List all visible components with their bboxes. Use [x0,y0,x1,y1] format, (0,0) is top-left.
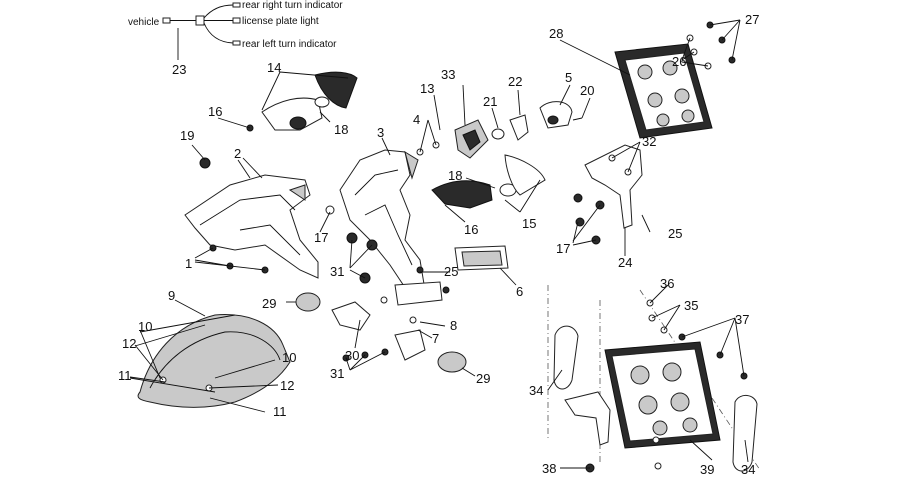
callout-17-right: 17 [556,241,570,256]
wiring-vehicle-label: vehicle [128,17,160,28]
callout-18-bottom: 18 [448,168,462,183]
callout-18-top: 18 [334,122,348,137]
callout-16-top: 16 [208,104,222,119]
callout-39: 39 [700,462,714,477]
callout-12-left: 12 [122,336,136,351]
callout-14: 14 [267,60,281,75]
plate-light-connector-icon [232,17,241,24]
callout-25-right: 25 [668,226,682,241]
callout-27: 27 [745,12,759,27]
callout-25-left: 25 [444,264,458,279]
callout-10-left: 10 [138,319,152,334]
callout-1: 1 [185,256,192,271]
alternative-plate-kit [547,285,761,472]
callout-29-left: 29 [262,296,276,311]
center-support-frame [339,149,426,296]
callout-19: 19 [180,128,194,143]
callout-17-left: 17 [314,230,328,245]
callout-11-right: 11 [273,404,287,419]
callout-26: 26 [672,54,686,69]
wiring-output-right-indicator: rear right turn indicator [242,0,343,11]
callout-29-right: 29 [476,371,490,386]
callout-31-top: 31 [330,264,344,279]
wiring-output-left-indicator: rear left turn indicator [242,39,337,50]
right-indicator-connector-icon [232,2,241,8]
callout-12-right: 12 [280,378,294,393]
callout-8: 8 [450,318,457,333]
callout-24: 24 [618,255,632,270]
callout-7: 7 [432,331,439,346]
callout-30: 30 [345,348,359,363]
callout-13: 13 [420,81,434,96]
callout-34-right: 34 [741,462,755,477]
wiring-output-plate-light: license plate light [242,16,319,27]
right-turn-indicator [261,71,358,131]
leader-lines [129,19,749,469]
junction-connector-icon [195,15,205,26]
callout-16-bottom: 16 [464,222,478,237]
license-plate-holder [614,43,713,139]
callout-5: 5 [565,70,572,85]
left-indicator-connector-icon [232,40,241,46]
callout-34-left: 34 [529,383,543,398]
callout-20: 20 [580,83,594,98]
callout-31-bottom: 31 [330,366,344,381]
callout-23: 23 [172,62,186,77]
wiring-schematic: vehicle rear right turn indicator licens… [128,0,343,60]
license-plate-light [454,245,509,271]
callout-33: 33 [441,67,455,82]
callout-10-right: 10 [282,350,296,365]
left-turn-indicator [431,154,546,209]
callout-37: 37 [735,312,749,327]
callout-15: 15 [522,216,536,231]
callout-2: 2 [234,146,241,161]
callout-35: 35 [684,298,698,313]
callout-22: 22 [508,74,522,89]
callout-38: 38 [542,461,556,476]
callout-28: 28 [549,26,563,41]
callout-36: 36 [660,276,674,291]
callout-21: 21 [483,94,497,109]
callout-32: 32 [642,134,656,149]
callout-9: 9 [168,288,175,303]
callout-6: 6 [516,284,523,299]
mounting-bracket [584,144,643,229]
callout-numbers: 1 2 3 4 5 6 7 8 9 10 10 11 11 12 12 13 1… [118,12,759,477]
callout-4: 4 [413,112,420,127]
license-holder-bracket [184,174,319,279]
tail-light-unit [454,101,583,159]
callout-11-left: 11 [118,368,132,383]
callout-3: 3 [377,125,384,140]
vehicle-connector-icon [162,17,171,24]
reflector-parts [295,281,467,373]
